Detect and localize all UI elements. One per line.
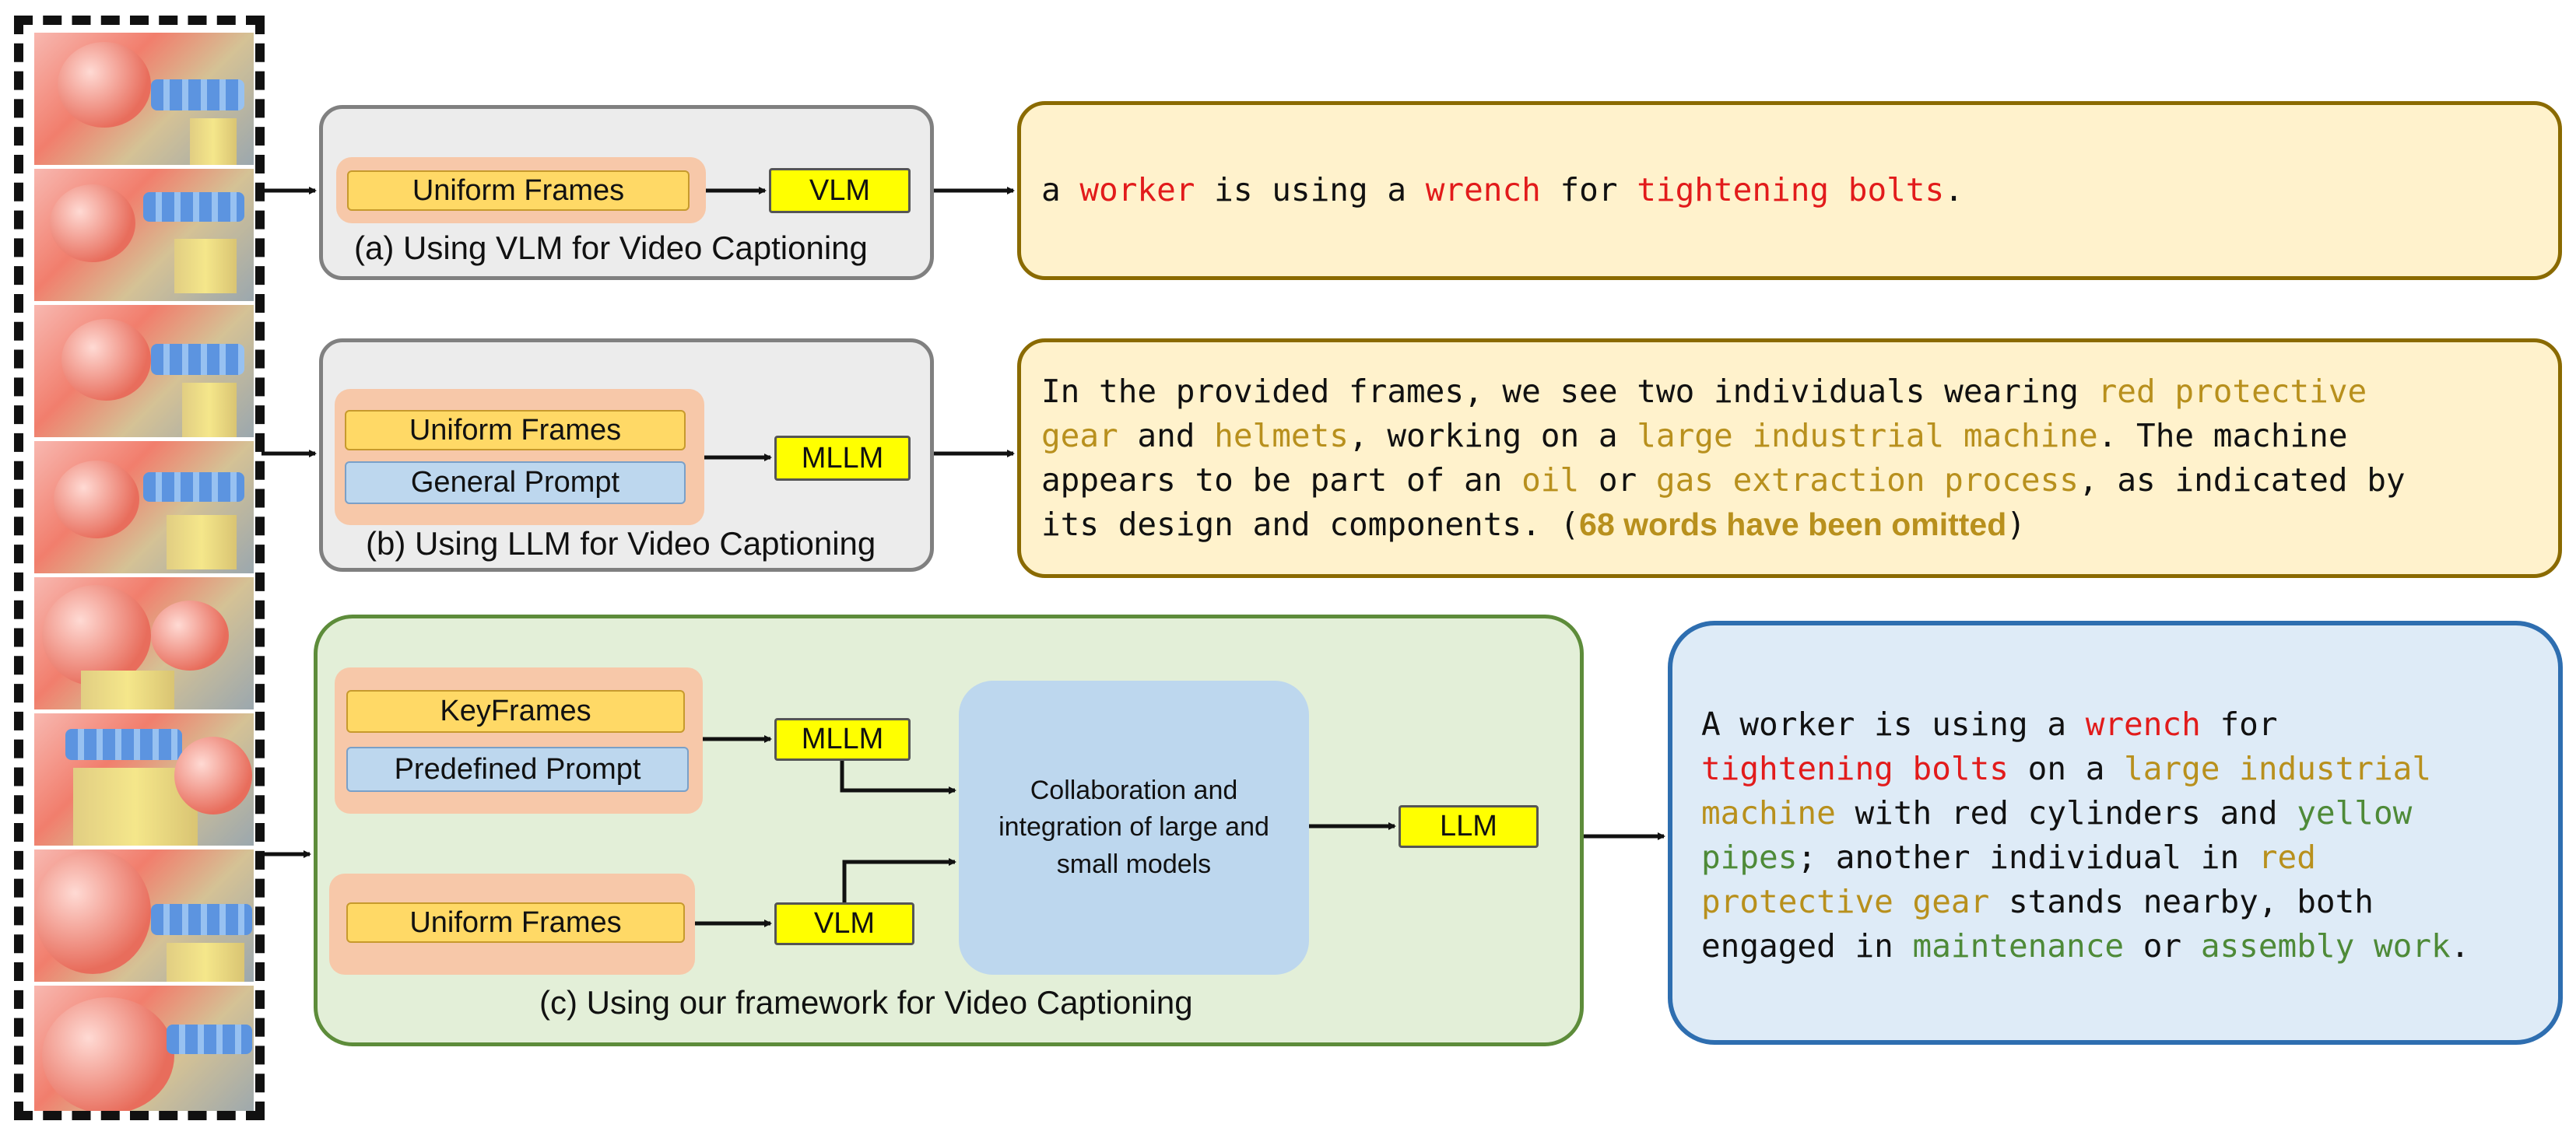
video-frame [34, 986, 254, 1111]
video-frame-strip [14, 16, 265, 1120]
video-frame [34, 577, 254, 709]
panel-a-caption: (a) Using VLM for Video Captioning [354, 229, 868, 266]
panel-c-caption: (c) Using our framework for Video Captio… [539, 984, 1193, 1021]
video-frame [34, 849, 254, 982]
mllm-box: MLLM [774, 436, 911, 481]
mllm-box: MLLM [774, 718, 911, 761]
video-frame [34, 305, 254, 437]
arrow-vlm-to-collab [842, 858, 956, 902]
panel-b-caption: (b) Using LLM for Video Captioning [366, 525, 876, 562]
output-a-box [1017, 101, 2562, 280]
general-prompt-box: General Prompt [345, 461, 686, 504]
output-a-text: a worker is using a wrench for tightenin… [1041, 171, 1964, 208]
llm-box: LLM [1399, 805, 1539, 848]
output-b-text: In the provided frames, we see two indiv… [1041, 373, 2406, 543]
video-frame [34, 33, 254, 165]
vlm-box: VLM [774, 902, 914, 945]
predefined-prompt-box: Predefined Prompt [346, 747, 689, 792]
keyframes-box: KeyFrames [346, 690, 685, 733]
video-frame [34, 441, 254, 573]
video-frame [34, 713, 254, 846]
uniform-frames-box: Uniform Frames [345, 410, 686, 450]
arrow-mllm-to-collab [840, 761, 956, 794]
vlm-box: VLM [769, 168, 911, 213]
output-c-box [1668, 621, 2563, 1045]
collaboration-label: Collaboration and integration of large a… [998, 775, 1269, 879]
output-b-box [1017, 338, 2562, 578]
video-frame [34, 169, 254, 301]
uniform-frames-box: Uniform Frames [347, 170, 690, 211]
omitted-words-note: 68 words have been omitted [1579, 506, 2007, 542]
uniform-frames-box: Uniform Frames [346, 902, 685, 943]
collaboration-box: Collaboration and integration of large a… [959, 681, 1309, 975]
